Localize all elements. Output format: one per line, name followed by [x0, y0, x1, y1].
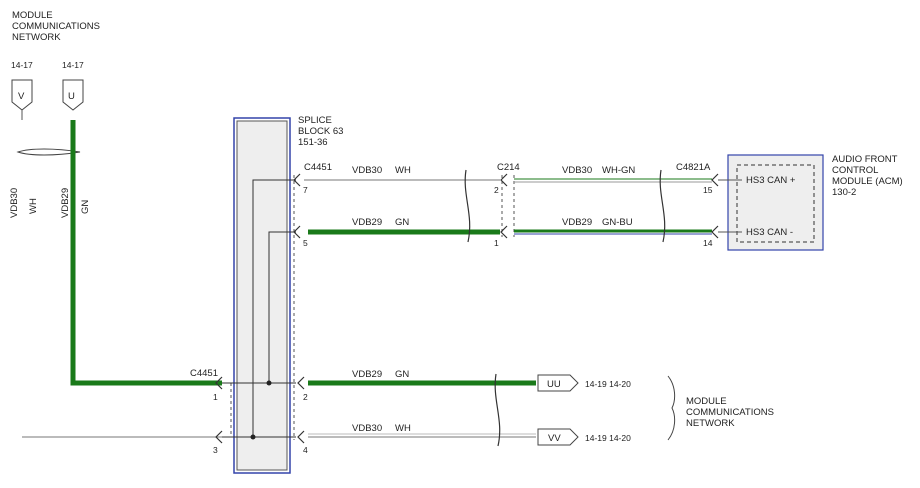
acm-pin-15: 15 — [703, 185, 713, 195]
wire-5-circuit: VDB29 — [352, 369, 382, 380]
c214-pin-2: 2 — [494, 185, 499, 195]
connector-uu-letter: UU — [547, 379, 561, 390]
acm-inner-dashed — [736, 164, 815, 243]
splice-node-vdb29 — [266, 380, 272, 386]
network-bracket — [667, 375, 676, 441]
acm-name-line-2: CONTROL — [832, 165, 878, 176]
terminal-left-3 — [215, 430, 223, 444]
wire-4-circuit: VDB29 — [562, 217, 592, 228]
connector-c4451-left-label: C4451 — [190, 368, 218, 379]
twist-marker-bottom — [494, 373, 501, 447]
network-title-line-3: NETWORK — [12, 32, 61, 43]
twist-marker-top — [464, 169, 471, 243]
wire-3-circuit: VDB30 — [562, 165, 592, 176]
splice-ref: 151-36 — [298, 137, 328, 148]
acm-ref: 130-2 — [832, 187, 856, 198]
connector-uu[interactable]: UU — [537, 374, 579, 392]
acm-hs3-can-plus: HS3 CAN + — [746, 175, 796, 186]
pin-2: 2 — [303, 392, 308, 402]
page-ref-u: 14-17 — [62, 60, 84, 70]
vertical-wire-vdb30-circuit: VDB30 — [9, 188, 20, 218]
c214-pin-1: 1 — [494, 238, 499, 248]
wire-3-color: WH-GN — [602, 165, 635, 176]
wire-6-color: WH — [395, 423, 411, 434]
splice-block-63[interactable] — [236, 120, 288, 471]
connector-c4821a-label: C4821A — [676, 162, 711, 173]
pin-left-3: 3 — [213, 445, 218, 455]
acm-terminal-14 — [711, 225, 719, 239]
connector-u-letter: U — [68, 91, 75, 102]
wire-vdb29-left-green — [70, 120, 222, 386]
network-title-line-2: COMMUNICATIONS — [12, 21, 100, 32]
wire-1-circuit: VDB30 — [352, 165, 382, 176]
splice-label-1: SPLICE — [298, 115, 332, 126]
pin-left-1: 1 — [213, 392, 218, 402]
vertical-wire-vdb29-color: GN — [80, 200, 91, 214]
terminal-left-1 — [215, 376, 223, 390]
wire-6-circuit: VDB30 — [352, 423, 382, 434]
pin-7: 7 — [303, 185, 308, 195]
wire-5-color: GN — [395, 369, 409, 380]
terminal-pin-2 — [297, 376, 305, 390]
connector-vv[interactable]: VV — [537, 428, 579, 446]
terminal-pin-5 — [293, 225, 301, 239]
splice-block-outline — [233, 117, 291, 474]
wire-4-color: GN-BU — [602, 217, 633, 228]
page-ref-vv: 14-19 14-20 — [585, 433, 631, 443]
page-ref-v: 14-17 — [11, 60, 33, 70]
connector-v[interactable]: V — [11, 79, 33, 111]
pin-5: 5 — [303, 238, 308, 248]
splice-label-2: BLOCK 63 — [298, 126, 343, 137]
network-bottom-line-3: NETWORK — [686, 418, 735, 429]
c214-terminal-1 — [500, 225, 508, 239]
c214-terminal-2 — [500, 173, 508, 187]
terminal-pin-7 — [293, 173, 301, 187]
splice-bus-vdb29 — [222, 231, 296, 384]
acm-name-line-1: AUDIO FRONT — [832, 154, 898, 165]
twisted-pair-symbol — [16, 148, 81, 156]
splice-node-vdb30 — [250, 434, 256, 440]
splice-bus-vdb30 — [222, 179, 296, 438]
connector-vv-letter: VV — [548, 433, 561, 444]
wire-2-circuit: VDB29 — [352, 217, 382, 228]
connector-c4451-top-label: C4451 — [304, 162, 332, 173]
twist-marker-acm — [659, 169, 666, 243]
pin-4: 4 — [303, 445, 308, 455]
vertical-wire-vdb29-circuit: VDB29 — [60, 188, 71, 218]
acm-name-line-3: MODULE (ACM) — [832, 176, 903, 187]
network-bottom-line-2: COMMUNICATIONS — [686, 407, 774, 418]
network-title-line-1: MODULE — [12, 10, 53, 21]
connector-c214-label: C214 — [497, 162, 520, 173]
page-ref-uu: 14-19 14-20 — [585, 379, 631, 389]
connector-u[interactable]: U — [62, 79, 84, 111]
acm-terminal-15 — [711, 173, 719, 187]
wire-2-color: GN — [395, 217, 409, 228]
connector-v-letter: V — [18, 91, 25, 102]
module-communications-network-title: MODULE COMMUNICATIONS NETWORK — [12, 10, 100, 43]
acm-pin-14: 14 — [703, 238, 713, 248]
terminal-pin-4 — [297, 430, 305, 444]
wire-1-color: WH — [395, 165, 411, 176]
vertical-wire-vdb30-color: WH — [28, 198, 39, 214]
audio-front-control-module[interactable] — [727, 154, 824, 251]
acm-hs3-can-minus: HS3 CAN - — [746, 227, 793, 238]
network-bottom-line-1: MODULE — [686, 396, 727, 407]
